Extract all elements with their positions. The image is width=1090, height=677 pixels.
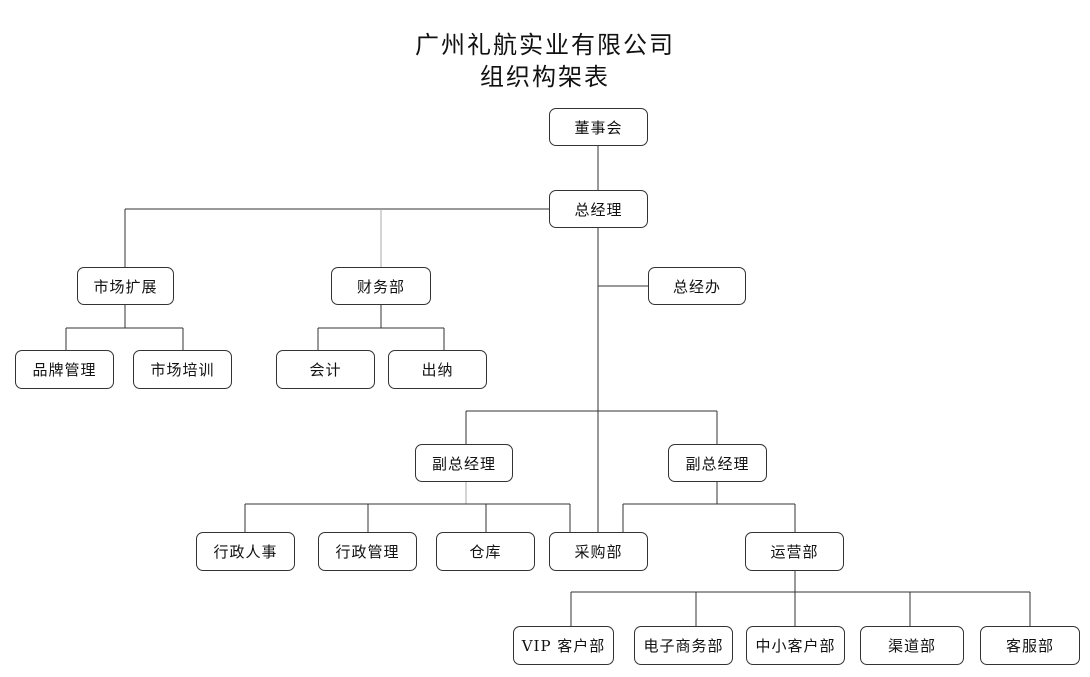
node-ceo-office: 总经办 [648, 267, 746, 305]
node-ceo: 总经理 [549, 190, 648, 228]
node-marketing: 市场扩展 [77, 267, 174, 305]
node-operations: 运营部 [745, 532, 844, 571]
node-finance: 财务部 [331, 267, 431, 305]
node-admin: 行政管理 [318, 532, 417, 571]
node-sme: 中小客户部 [746, 626, 845, 665]
node-vp-right: 副总经理 [668, 444, 767, 482]
node-accounting: 会计 [276, 350, 375, 389]
node-vp-left: 副总经理 [415, 444, 513, 482]
node-ecommerce: 电子商务部 [634, 626, 733, 665]
node-purchasing: 采购部 [549, 532, 648, 571]
company-name: 广州礼航实业有限公司 [415, 31, 675, 59]
node-vip: VIP 客户部 [513, 626, 614, 665]
node-service: 客服部 [980, 626, 1080, 665]
node-brand: 品牌管理 [15, 350, 114, 389]
node-channel: 渠道部 [860, 626, 964, 665]
node-cashier: 出纳 [388, 350, 487, 389]
node-board: 董事会 [549, 108, 648, 146]
node-market-training: 市场培训 [133, 350, 232, 389]
chart-title: 组织构架表 [480, 63, 610, 91]
node-warehouse: 仓库 [436, 532, 535, 571]
node-hr: 行政人事 [196, 532, 295, 571]
